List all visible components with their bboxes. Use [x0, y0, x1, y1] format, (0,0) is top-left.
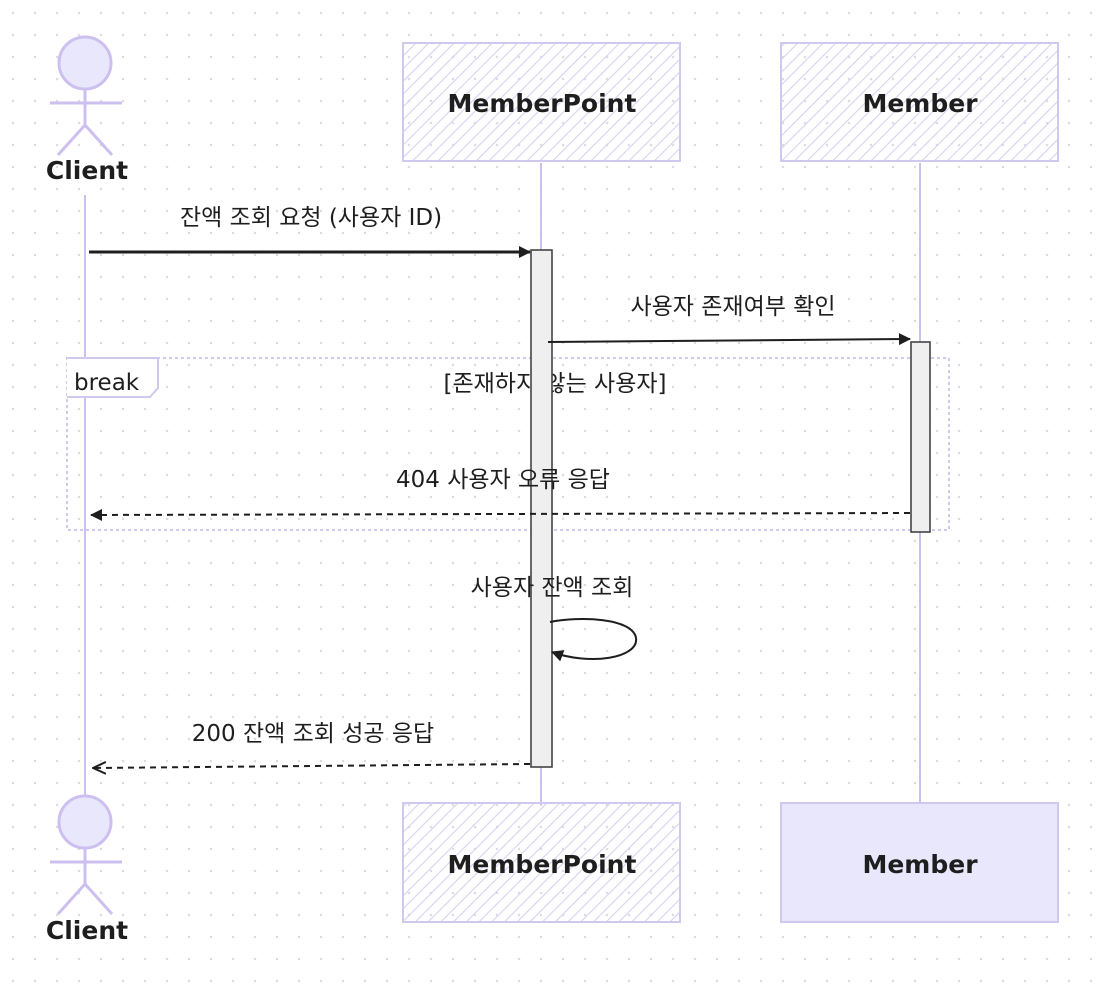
message-label-3: 404 사용자 오류 응답 [396, 467, 610, 493]
fragment-operator-tab [67, 357, 159, 398]
member-activation [910, 341, 931, 533]
member-label-bottom: Member [862, 850, 978, 879]
client-actor-bottom [50, 794, 122, 916]
memberpoint-label-top: MemberPoint [448, 89, 637, 118]
message-arrow-2 [547, 333, 911, 346]
client-actor-top [50, 35, 122, 157]
fragment-operator: break [74, 370, 140, 396]
break-fragment: break [존재하지 않는 사용자] [66, 357, 950, 531]
client-label-top: Client [46, 156, 128, 185]
client-label-bottom: Client [46, 916, 128, 945]
memberpoint-label-bottom: MemberPoint [448, 850, 637, 879]
fragment-guard: [존재하지 않는 사용자] [443, 371, 666, 397]
message-arrow-5 [93, 764, 531, 768]
memberpoint-box-top [402, 42, 681, 162]
self-message-arrow [549, 618, 638, 662]
message-label-5: 200 잔액 조회 성공 응답 [192, 721, 434, 747]
member-label-top: Member [862, 89, 978, 118]
message-arrow-3 [90, 508, 911, 521]
memberpoint-box-bottom [402, 802, 681, 923]
memberpoint-activation [530, 249, 553, 768]
fragment-frame [66, 357, 950, 531]
member-box-bottom [780, 802, 1059, 923]
message-label-1: 잔액 조회 요청 (사용자 ID) [180, 205, 442, 231]
message-label-2: 사용자 존재여부 확인 [630, 294, 835, 320]
message-label-4: 사용자 잔액 조회 [471, 575, 634, 601]
member-box-top [780, 42, 1059, 162]
